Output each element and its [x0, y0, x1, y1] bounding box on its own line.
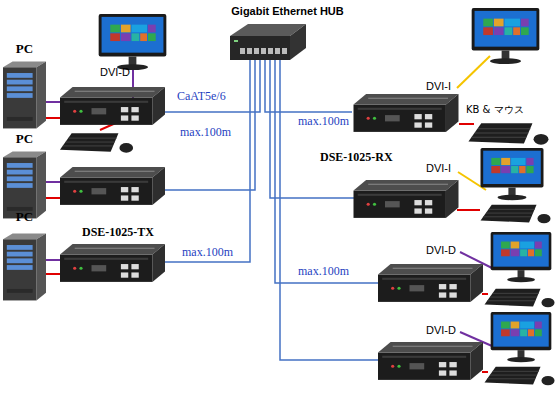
monitor [491, 232, 552, 282]
node-label: PC [3, 42, 46, 56]
pc-tower [3, 152, 46, 219]
receiver-unit [354, 180, 459, 218]
lan-cable [160, 60, 380, 360]
port-label: DVI-D [100, 66, 130, 78]
lan-cable [320, 111, 352, 113]
lan-cable [160, 60, 260, 112]
cable-length: max.100m [180, 126, 231, 139]
dvi-cable [46, 181, 62, 183]
transmitter-unit [60, 87, 165, 125]
keyboard-mouse [481, 205, 551, 224]
transmitter-unit [60, 244, 165, 282]
node-label: PC [3, 210, 46, 224]
lan-cable [275, 60, 380, 283]
pc-node: PC [3, 132, 46, 220]
dvi-cable [46, 101, 62, 103]
network-cable [165, 60, 250, 262]
transmitter-node: DSE-1025-TX [60, 226, 165, 284]
node-label: DSE-1025-TX [82, 226, 154, 239]
port-label: DVI-D [426, 244, 456, 256]
usb-cable [46, 117, 62, 119]
usb-cable [482, 293, 488, 295]
monitor [481, 148, 544, 200]
lan-cable [160, 60, 255, 190]
usb-cable [46, 273, 62, 275]
receiver-unit [378, 342, 483, 380]
monitor [99, 14, 167, 70]
hub-node: Gigabit Ethernet HUB [225, 5, 350, 60]
keyboard-mouse [60, 133, 133, 153]
cable-length: max.100m [182, 246, 233, 259]
pc-node: PC [3, 210, 46, 302]
node-label: DSE-1025-RX [320, 151, 393, 164]
pc-tower [3, 62, 46, 129]
monitor [491, 312, 552, 362]
node-label: PC [3, 132, 46, 146]
receiver-unit [354, 94, 459, 132]
cable-type: CaAT5e/6 [177, 90, 226, 103]
receiver-unit [378, 264, 483, 302]
cable-length: max.100m [298, 265, 349, 278]
pc-node: PC [3, 42, 46, 132]
node-label: Gigabit Ethernet HUB [225, 5, 350, 17]
device-label: KB & マウス [466, 104, 524, 115]
usb-cable [46, 197, 62, 199]
network-cable [265, 60, 320, 112]
network-cable [46, 259, 60, 261]
keyboard-mouse [468, 123, 548, 144]
port-label: DVI-I [426, 162, 451, 174]
transmitter-unit [60, 167, 165, 205]
port-label: DVI-D [426, 324, 456, 336]
ethernet-hub [230, 24, 306, 60]
pc-tower [3, 234, 46, 301]
usb-cable [482, 371, 488, 373]
keyboard-mouse [485, 289, 555, 308]
cable-length: max.100m [298, 115, 349, 128]
dvi-cable [457, 56, 490, 88]
usb-cable [459, 123, 474, 125]
keyboard-mouse [485, 367, 555, 386]
port-label: DVI-I [426, 80, 451, 92]
monitor [472, 8, 540, 64]
usb-cable [457, 209, 480, 211]
lan-cable [270, 60, 354, 198]
local-cable [46, 56, 492, 372]
